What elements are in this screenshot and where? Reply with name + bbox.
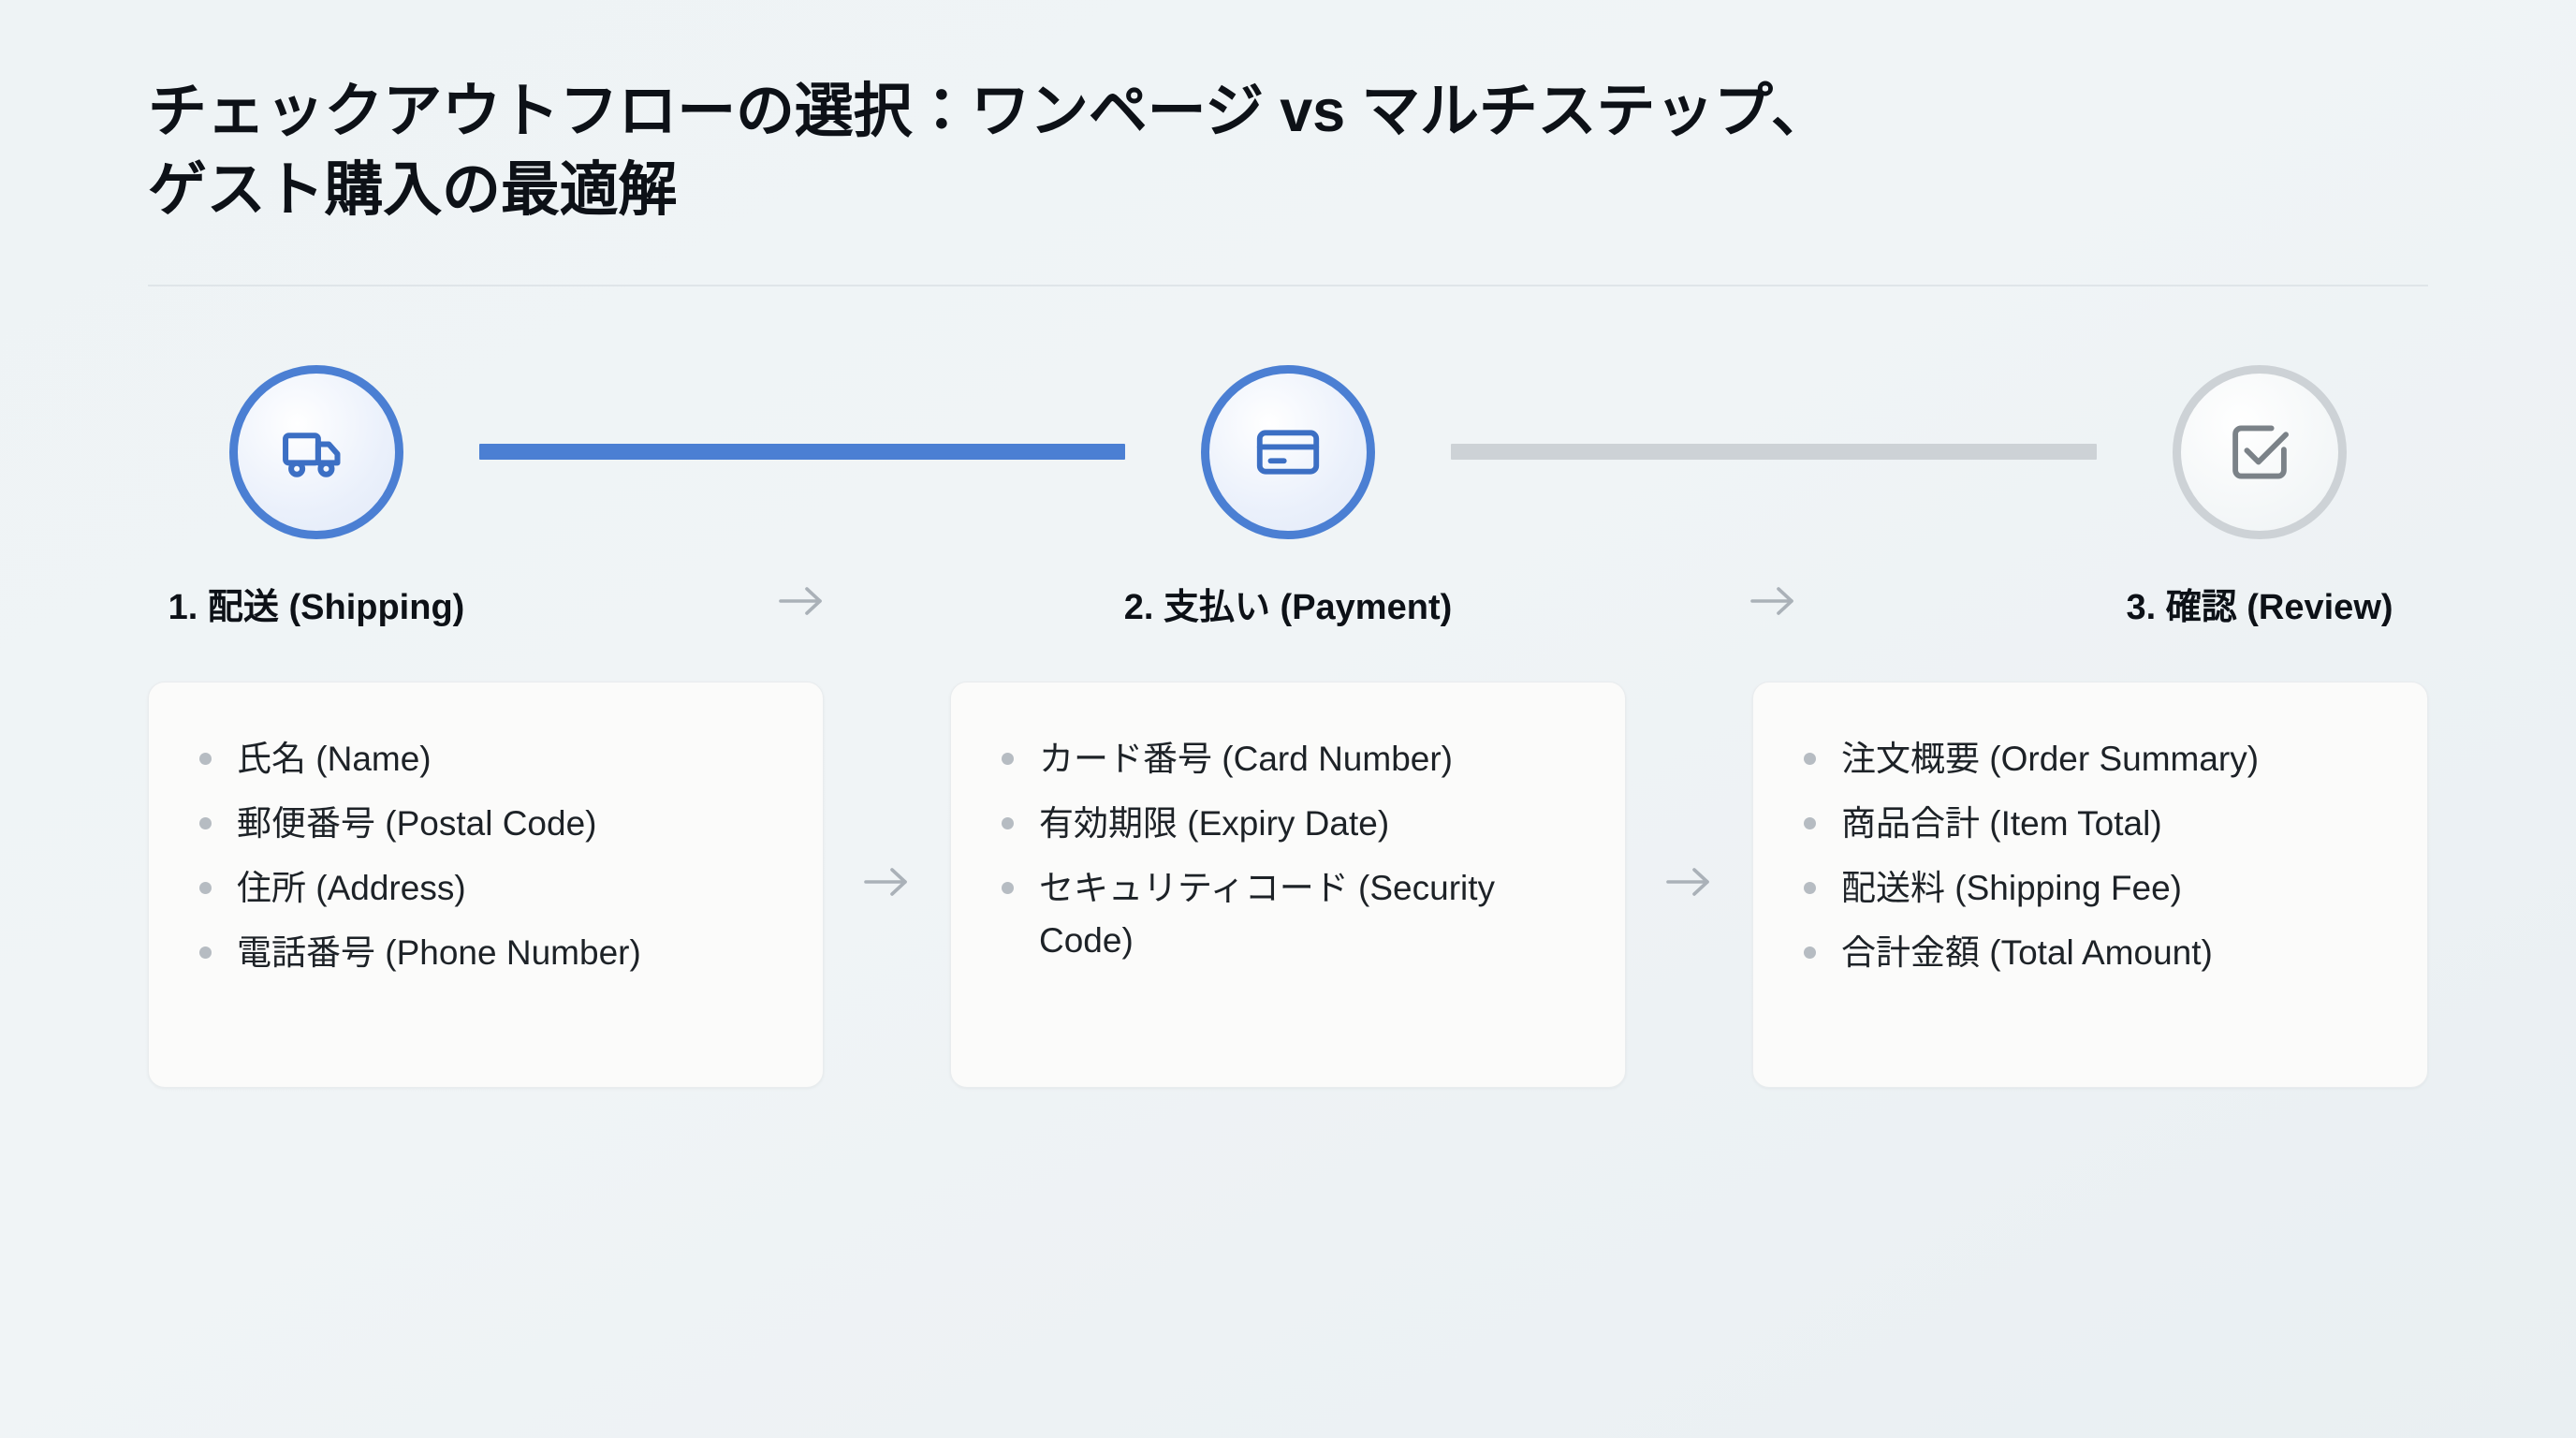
step-node-payment[interactable] <box>1120 364 1456 539</box>
list-item: 合計金額 (Total Amount) <box>1802 927 2386 979</box>
step-circle-shipping[interactable] <box>229 364 403 539</box>
connector-payment-review <box>1451 444 2097 461</box>
arrow-right-icon <box>773 583 831 624</box>
step-node-review[interactable] <box>2091 364 2428 539</box>
payment-field-list: カード番号 (Card Number) 有効期限 (Expiry Date) セ… <box>1000 733 1584 968</box>
list-item: 有効期限 (Expiry Date) <box>1000 798 1584 850</box>
truck-icon <box>281 417 352 488</box>
checkout-stepper <box>148 359 2428 546</box>
list-item: 配送料 (Shipping Fee) <box>1802 862 2386 915</box>
shipping-field-list: 氏名 (Name) 郵便番号 (Postal Code) 住所 (Address… <box>198 733 782 980</box>
list-item: 住所 (Address) <box>198 862 782 915</box>
page-title: チェックアウトフローの選択：ワンページ vs マルチステップ、ゲスト購入の最適解 <box>148 73 2428 230</box>
check-square-icon <box>2225 418 2294 487</box>
arrow-right-icon <box>858 864 916 904</box>
card-shipping-fields: 氏名 (Name) 郵便番号 (Postal Code) 住所 (Address… <box>148 681 824 1088</box>
page-title-line-2: ゲスト購入の最適解 <box>148 156 678 223</box>
stepper-track <box>148 359 2428 546</box>
page-title-line-1: チェックアウトフローの選択：ワンページ vs マルチステップ、 <box>148 79 1830 144</box>
list-item: 郵便番号 (Postal Code) <box>198 798 782 850</box>
step-label-shipping: 1. 配送 (Shipping) <box>168 587 465 627</box>
title-divider <box>148 284 2428 286</box>
step-circle-payment[interactable] <box>1201 364 1375 539</box>
step-detail-cards: 氏名 (Name) 郵便番号 (Postal Code) 住所 (Address… <box>148 681 2428 1088</box>
credit-card-icon <box>1253 418 1323 487</box>
list-item: 電話番号 (Phone Number) <box>198 927 782 979</box>
step-node-shipping[interactable] <box>148 364 485 539</box>
step-label-payment: 2. 支払い (Payment) <box>1123 587 1453 627</box>
step-label-review: 3. 確認 (Review) <box>2126 587 2393 627</box>
step-circle-review[interactable] <box>2173 364 2347 539</box>
card-review-fields: 注文概要 (Order Summary) 商品合計 (Item Total) 配… <box>1752 681 2428 1088</box>
list-item: 注文概要 (Order Summary) <box>1802 733 2386 785</box>
list-item: 氏名 (Name) <box>198 733 782 785</box>
title-block: チェックアウトフローの選択：ワンページ vs マルチステップ、ゲスト購入の最適解 <box>148 0 2428 286</box>
review-field-list: 注文概要 (Order Summary) 商品合計 (Item Total) 配… <box>1802 733 2386 980</box>
connector-shipping-payment <box>479 444 1125 461</box>
list-item: 商品合計 (Item Total) <box>1802 798 2386 850</box>
list-item: カード番号 (Card Number) <box>1000 733 1584 785</box>
label-arrow-gap-1 <box>485 583 1120 624</box>
card-arrow-gap-1 <box>824 682 950 1088</box>
card-payment-fields: カード番号 (Card Number) 有効期限 (Expiry Date) セ… <box>950 681 1626 1088</box>
label-arrow-gap-2 <box>1456 583 2091 624</box>
step-labels-row: 1. 配送 (Shipping) 2. 支払い (Payment) 3. 確認 … <box>148 578 2428 629</box>
arrow-right-icon <box>1661 864 1719 904</box>
list-item: セキュリティコード (Security Code) <box>1000 862 1584 967</box>
arrow-right-icon <box>1745 583 1803 624</box>
card-arrow-gap-2 <box>1626 682 1752 1088</box>
